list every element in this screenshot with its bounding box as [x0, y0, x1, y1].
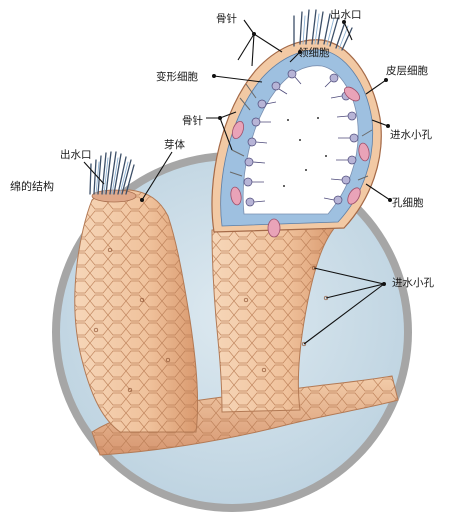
label-incurrent-pore-top: 进水小孔: [371, 119, 432, 141]
top-osculum-tuft: [293, 9, 353, 51]
label-left-osculum: 出水口: [60, 148, 105, 185]
label-text: 孔细胞: [392, 196, 424, 209]
label-text: 进水小孔: [390, 128, 432, 141]
label-text: 出水口: [330, 8, 362, 21]
left-sponge-body: [74, 189, 199, 433]
label-porocyte: 孔细胞: [365, 183, 424, 209]
label-incurrent-pores: 进水小孔: [303, 267, 434, 345]
label-bud: 芽体: [140, 138, 185, 202]
label-text: 出水口: [60, 148, 92, 161]
label-collar-cell: 领细胞: [289, 46, 330, 63]
label-text: 骨针: [216, 12, 237, 25]
label-amoebocyte: 变形细胞: [156, 70, 263, 83]
label-text: 变形细胞: [156, 70, 198, 83]
flagella-tips: [283, 117, 327, 187]
diagram-title: 绵的结构: [10, 179, 54, 193]
spicules: [229, 83, 373, 181]
label-spicule-mid: 骨针: [182, 111, 237, 151]
label-text: 进水小孔: [392, 276, 434, 289]
label-top-osculum: 出水口: [330, 8, 362, 41]
left-osculum-tuft: [89, 151, 135, 195]
sponge-base: [91, 375, 399, 456]
collar-cell-flagella: [252, 76, 350, 203]
label-text: 芽体: [164, 138, 185, 151]
label-text: 骨针: [182, 114, 203, 127]
pinacocytes: [230, 86, 370, 238]
right-sponge-tube: [211, 225, 338, 413]
label-pinacocyte: 皮层细胞: [365, 64, 428, 95]
label-text: 领细胞: [298, 46, 330, 59]
label-spicule-top: 骨针: [216, 12, 283, 67]
label-text: 皮层细胞: [386, 64, 428, 77]
